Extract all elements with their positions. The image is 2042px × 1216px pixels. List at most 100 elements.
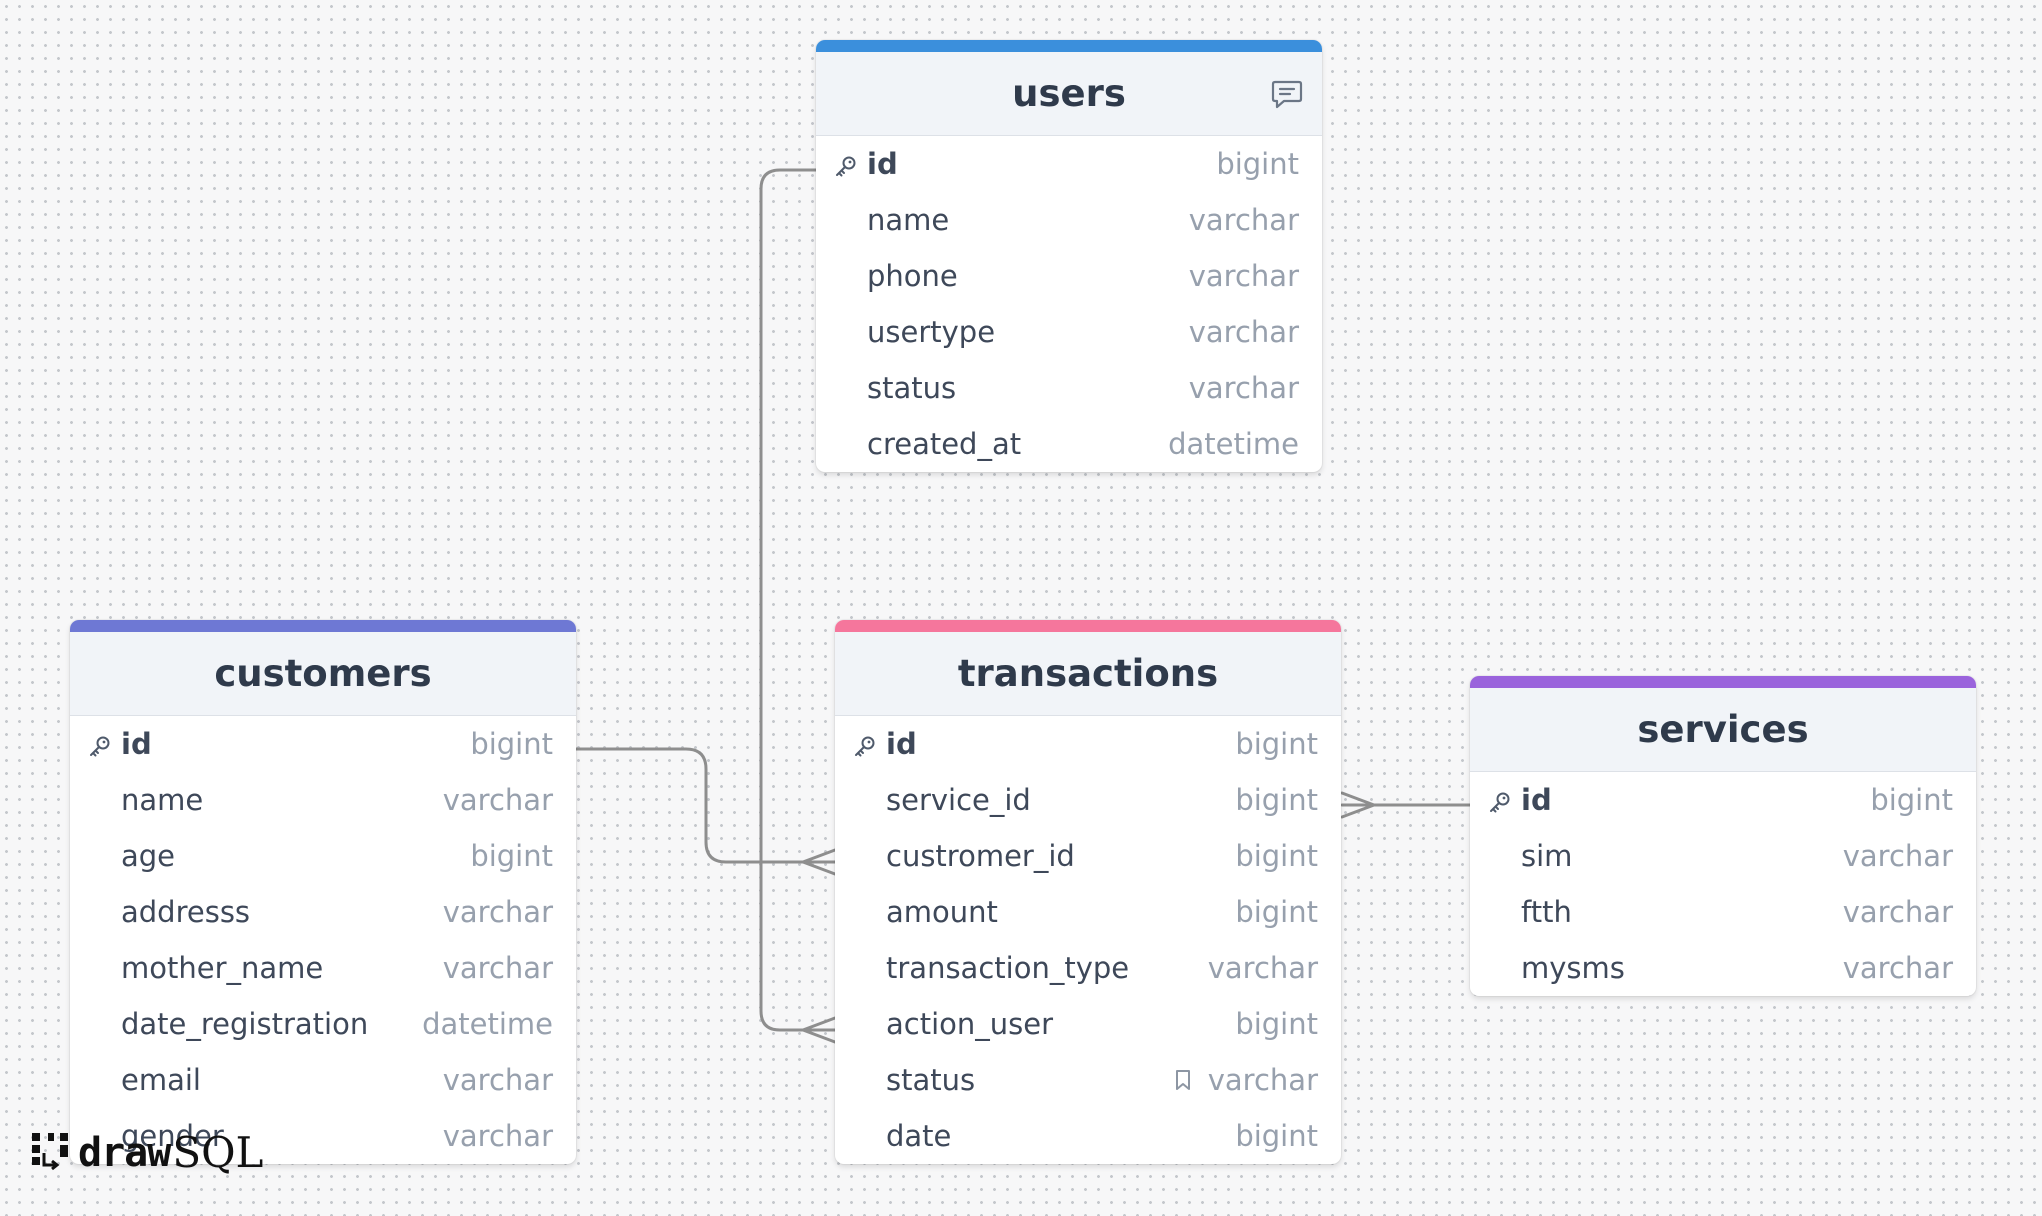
column-type: bigint [470, 839, 553, 873]
table-accent-bar [1470, 676, 1976, 688]
column-name: custromer_id [886, 839, 1075, 873]
column-type: varchar [1188, 315, 1299, 349]
column-type: bigint [1235, 783, 1318, 817]
column-type: varchar [1207, 1063, 1318, 1097]
table-title: customers [214, 652, 432, 695]
column-row-id[interactable]: id bigint [816, 136, 1322, 192]
crowfoot-service-id [1340, 791, 1376, 819]
primary-key-icon [90, 736, 110, 757]
column-name: date [886, 1119, 952, 1153]
column-type: datetime [422, 1007, 553, 1041]
column-row-id[interactable]: id bigint [1470, 772, 1976, 828]
column-type: bigint [470, 727, 553, 761]
comment-icon[interactable] [1270, 79, 1304, 111]
column-type: bigint [1235, 895, 1318, 929]
column-type: bigint [1216, 147, 1299, 181]
column-type: varchar [1188, 203, 1299, 237]
column-type: datetime [1168, 427, 1299, 461]
column-row-name[interactable]: name varchar [816, 192, 1322, 248]
column-type: varchar [1842, 951, 1953, 985]
primary-key-icon [1490, 792, 1510, 813]
column-row-action_user[interactable]: action_user bigint [835, 996, 1341, 1052]
column-row-gender[interactable]: gender varchar [70, 1108, 576, 1164]
table-accent-bar [835, 620, 1341, 632]
column-type: varchar [442, 1119, 553, 1153]
primary-key-icon [855, 736, 875, 757]
column-type: bigint [1235, 839, 1318, 873]
column-type: varchar [1188, 371, 1299, 405]
bookmark-icon[interactable] [1174, 1068, 1192, 1092]
column-type: bigint [1235, 1007, 1318, 1041]
column-name: gender [121, 1119, 224, 1153]
column-row-ftth[interactable]: ftth varchar [1470, 884, 1976, 940]
column-name: status [886, 1063, 976, 1097]
column-name: usertype [867, 315, 996, 349]
column-name: id [1521, 783, 1552, 817]
table-title: transactions [957, 652, 1219, 695]
column-name: phone [867, 259, 958, 293]
column-row-usertype[interactable]: usertype varchar [816, 304, 1322, 360]
column-row-service_id[interactable]: service_id bigint [835, 772, 1341, 828]
column-type: bigint [1235, 1119, 1318, 1153]
column-name: date_registration [121, 1007, 369, 1041]
table-accent-bar [816, 40, 1322, 52]
column-row-date_registration[interactable]: date_registration datetime [70, 996, 576, 1052]
column-name: ftth [1521, 895, 1572, 929]
crowfoot-custromer-id [801, 848, 837, 876]
column-row-custromer_id[interactable]: custromer_id bigint [835, 828, 1341, 884]
primary-key-icon [836, 156, 856, 177]
column-name: amount [886, 895, 998, 929]
table-header[interactable]: users [816, 52, 1322, 136]
table-title: services [1637, 708, 1809, 751]
column-name: transaction_type [886, 951, 1130, 985]
column-name: name [867, 203, 950, 237]
column-type: bigint [1870, 783, 1953, 817]
column-row-mysms[interactable]: mysms varchar [1470, 940, 1976, 996]
column-row-status[interactable]: status varchar [835, 1052, 1341, 1108]
column-row-date[interactable]: date bigint [835, 1108, 1341, 1164]
drawsql-logo-icon [32, 1132, 68, 1170]
table-header[interactable]: services [1470, 688, 1976, 772]
table-header[interactable]: customers [70, 632, 576, 716]
logo-text-sql: SQL [172, 1128, 264, 1177]
column-name: email [121, 1063, 201, 1097]
column-name: sim [1521, 839, 1573, 873]
column-name: service_id [886, 783, 1031, 817]
logo-text-draw: draw [78, 1129, 171, 1176]
column-type: varchar [1842, 895, 1953, 929]
column-name: mysms [1521, 951, 1625, 985]
column-row-sim[interactable]: sim varchar [1470, 828, 1976, 884]
column-type: varchar [442, 895, 553, 929]
column-name: id [121, 727, 152, 761]
column-name: action_user [886, 1007, 1054, 1041]
column-type: varchar [1842, 839, 1953, 873]
column-row-id[interactable]: id bigint [835, 716, 1341, 772]
table-header[interactable]: transactions [835, 632, 1341, 716]
column-row-id[interactable]: id bigint [70, 716, 576, 772]
column-row-age[interactable]: age bigint [70, 828, 576, 884]
column-name: id [886, 727, 917, 761]
column-type: bigint [1235, 727, 1318, 761]
column-row-amount[interactable]: amount bigint [835, 884, 1341, 940]
crowfoot-action-user [801, 1016, 837, 1044]
column-name: name [121, 783, 204, 817]
column-name: age [121, 839, 176, 873]
column-name: id [867, 147, 898, 181]
